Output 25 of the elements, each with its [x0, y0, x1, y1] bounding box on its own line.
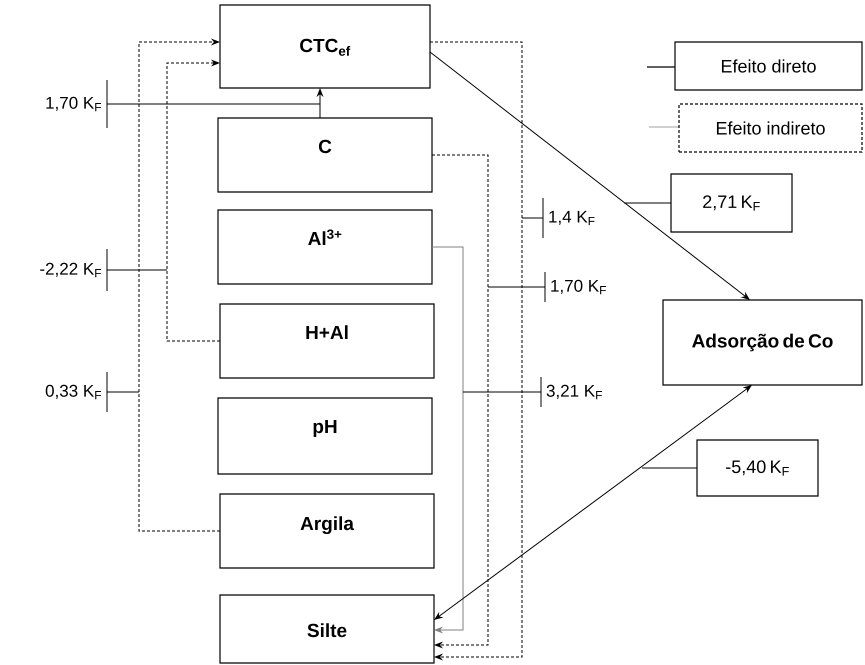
coefficient-box: 2,71 K$_{F}$: [670, 173, 793, 233]
leader-line: [624, 202, 672, 204]
variable-box: Al$^{3+}$: [217, 209, 433, 285]
variable-box: CTC$_{ef}$: [219, 4, 431, 89]
arrow: [138, 38, 220, 532]
coefficient-label: 0,33 K$_{F}$: [46, 384, 102, 400]
coefficient-label: -2,22 K$_{F}$: [40, 262, 102, 278]
variable-box: Silte: [219, 594, 435, 664]
leader-line: [488, 286, 546, 288]
arrow: [432, 246, 464, 634]
arrow: [166, 59, 220, 342]
outcome-box: Adsorção de Co: [662, 299, 863, 386]
coefficient-label: 3,21 K$_{F}$: [546, 384, 602, 400]
variable-box: C: [217, 117, 433, 193]
variable-box: Argila: [219, 493, 435, 569]
variable-box: H+Al: [219, 303, 435, 379]
variable-box: pH: [217, 397, 433, 475]
legend-entry: Efeito indireto: [678, 103, 863, 153]
coefficient-label: 1,4 K$_{F}$: [549, 210, 594, 226]
coefficient-box: -5,40 K$_{F}$: [696, 439, 819, 497]
arrow: [432, 154, 488, 649]
coefficient-label: 1,70 K$_{F}$: [46, 96, 102, 112]
arrow: [430, 42, 522, 661]
coefficient-label: 1,70 K$_{F}$: [551, 280, 606, 294]
legend-entry: Efeito direto: [674, 41, 863, 91]
